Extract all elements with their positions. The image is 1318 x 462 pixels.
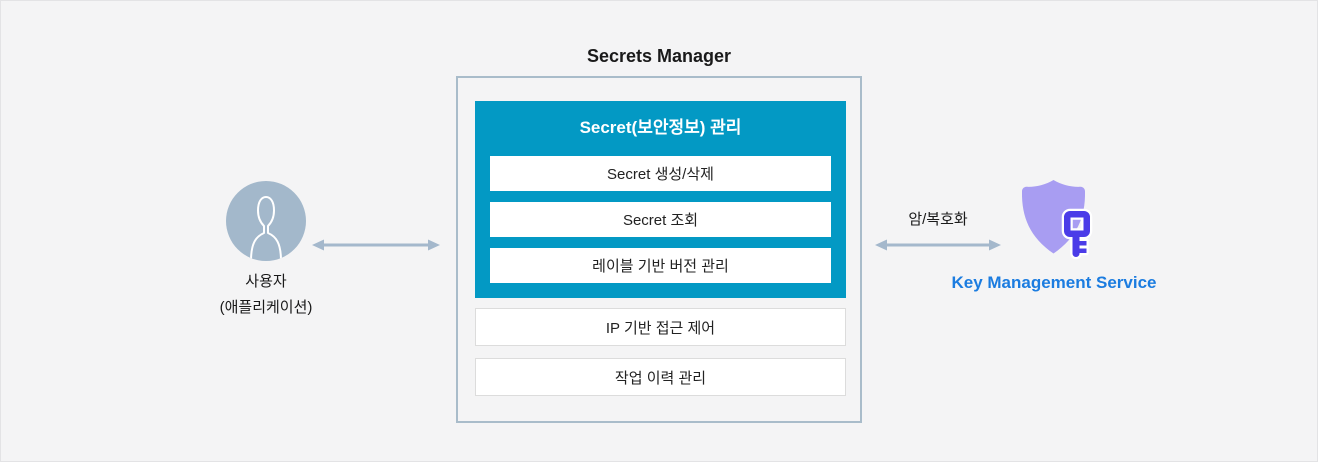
user-avatar-icon [226,181,306,261]
secrets-manager-container [456,76,862,423]
secret-management-panel: Secret(보안정보) 관리 Secret 생성/삭제 Secret 조회 레… [475,101,846,298]
shield-key-icon [1021,180,1093,260]
feature-audit-history: 작업 이력 관리 [475,358,846,396]
user-label: 사용자 (애플리케이션) [166,269,366,321]
user-label-line1: 사용자 [245,273,287,290]
encryption-decryption-label: 암/복호화 [908,211,968,228]
kms-label: Key Management Service [951,273,1157,292]
item-secret-create-delete: Secret 생성/삭제 [490,156,831,191]
right-bidirectional-arrow [875,239,1001,251]
feature-ip-access-control: IP 기반 접근 제어 [475,308,846,346]
secrets-manager-title: Secrets Manager [586,46,732,66]
item-secret-lookup: Secret 조회 [490,202,831,237]
secret-management-items: Secret 생성/삭제 Secret 조회 레이블 기반 버전 관리 [490,156,831,283]
item-label-version-management: 레이블 기반 버전 관리 [490,248,831,283]
secret-management-header: Secret(보안정보) 관리 [579,118,742,137]
user-label-line2: (애플리케이션) [219,299,313,316]
left-bidirectional-arrow [312,239,440,251]
